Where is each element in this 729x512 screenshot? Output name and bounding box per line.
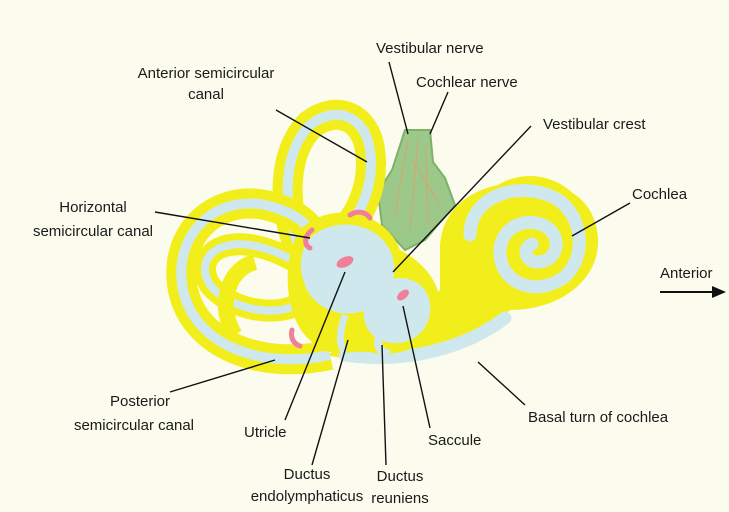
- label-ductus-reuniens-line1: Ductus: [360, 467, 440, 486]
- label-vestibular-crest: Vestibular crest: [543, 115, 646, 134]
- leader-cochlear-nerve: [430, 92, 448, 134]
- label-ductus-reuniens-line2: reuniens: [360, 489, 440, 508]
- label-saccule: Saccule: [428, 431, 481, 450]
- label-anterior-canal-line1: Anterior semicircular: [122, 64, 290, 83]
- label-anterior-canal-line2: canal: [122, 85, 290, 104]
- anterior-arrow-head: [712, 286, 726, 298]
- label-anterior: Anterior: [660, 264, 713, 283]
- label-cochlear-nerve: Cochlear nerve: [416, 73, 518, 92]
- label-cochlea: Cochlea: [632, 185, 687, 204]
- leader-vestibular-nerve: [389, 62, 408, 134]
- label-horizontal-canal-line2: semicircular canal: [30, 222, 156, 241]
- posterior-ampulla-crest: [291, 330, 300, 346]
- leader-posterior-canal: [170, 360, 275, 392]
- label-vestibular-nerve: Vestibular nerve: [376, 39, 484, 58]
- label-posterior-canal-line1: Posterior: [60, 392, 220, 411]
- label-utricle: Utricle: [244, 423, 287, 442]
- label-basal-turn: Basal turn of cochlea: [528, 408, 668, 427]
- leader-basal-turn: [478, 362, 525, 405]
- label-horizontal-canal-line1: Horizontal: [30, 198, 156, 217]
- label-posterior-canal-line2: semicircular canal: [54, 416, 214, 435]
